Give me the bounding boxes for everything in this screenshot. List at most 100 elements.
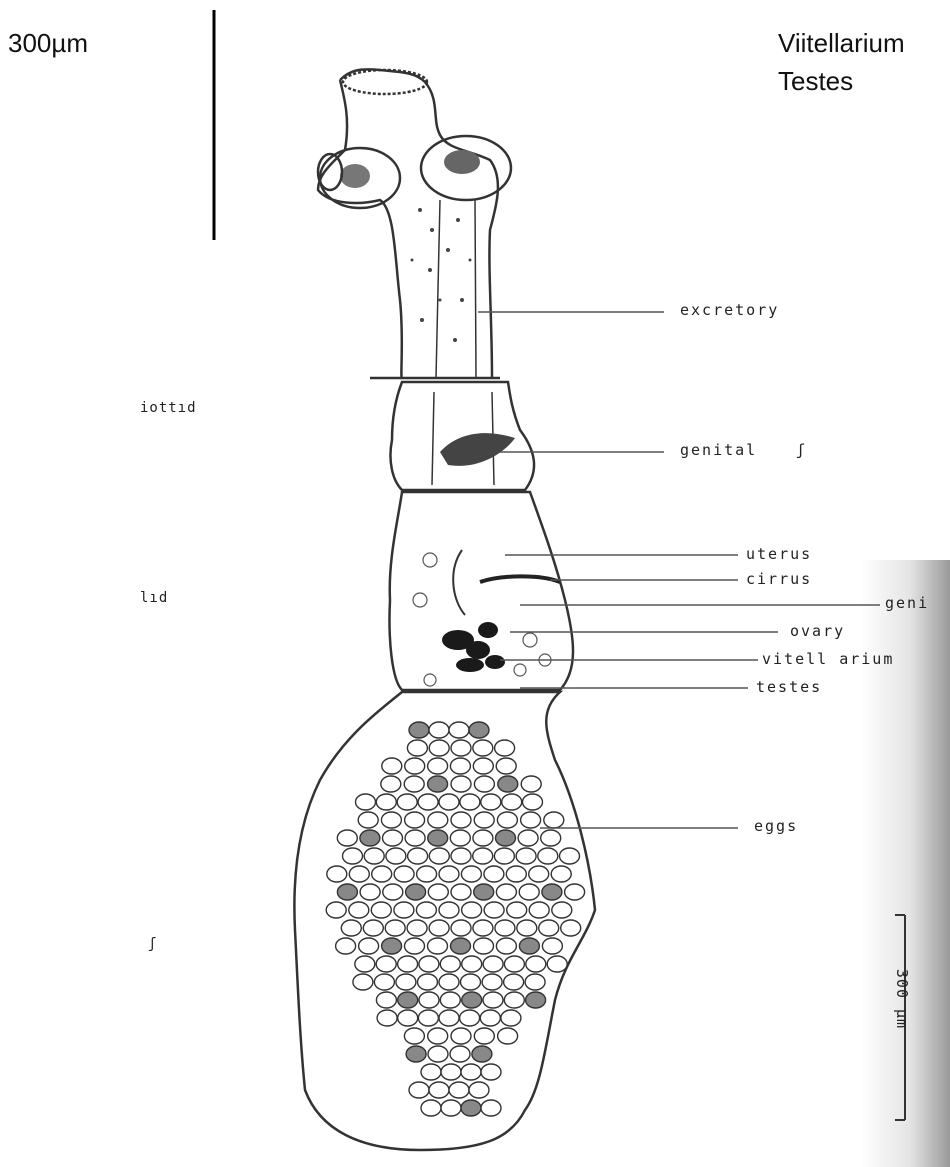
egg	[481, 1064, 501, 1080]
egg	[538, 848, 558, 864]
egg	[416, 902, 436, 918]
egg	[428, 1046, 448, 1062]
egg	[560, 848, 580, 864]
egg	[542, 884, 562, 900]
egg	[484, 902, 504, 918]
egg	[398, 992, 418, 1008]
egg	[506, 866, 526, 882]
label-eggs: eggs	[754, 817, 798, 835]
scale-label-top: 300µm	[8, 28, 88, 59]
egg	[541, 830, 561, 846]
egg	[421, 1100, 441, 1116]
egg	[398, 956, 418, 972]
egg	[363, 920, 383, 936]
egg	[385, 920, 405, 936]
egg	[473, 830, 493, 846]
egg	[517, 920, 537, 936]
egg	[441, 1064, 461, 1080]
label-uterus: uterus	[746, 545, 812, 563]
egg	[474, 938, 494, 954]
egg	[355, 956, 375, 972]
egg	[521, 776, 541, 792]
egg	[461, 866, 481, 882]
egg	[376, 956, 396, 972]
egg	[428, 884, 448, 900]
egg	[374, 974, 394, 990]
egg	[529, 866, 549, 882]
egg	[341, 920, 361, 936]
egg	[358, 812, 378, 828]
egg	[526, 992, 546, 1008]
egg	[521, 812, 541, 828]
egg	[394, 902, 414, 918]
egg	[472, 1046, 492, 1062]
proglottid-1	[390, 382, 534, 490]
egg	[428, 776, 448, 792]
egg	[408, 848, 428, 864]
egg	[383, 830, 403, 846]
egg	[397, 794, 417, 810]
egg	[376, 992, 396, 1008]
egg	[405, 812, 425, 828]
label-excretory: excretory	[680, 301, 779, 319]
egg	[381, 812, 401, 828]
egg	[494, 848, 514, 864]
egg	[364, 848, 384, 864]
egg	[449, 1082, 469, 1098]
egg	[371, 902, 391, 918]
legend-testes: Testes	[778, 66, 853, 97]
scale-label-right: 300 µm	[893, 969, 911, 1029]
label-genital: genital	[680, 441, 757, 459]
egg	[474, 812, 494, 828]
egg	[474, 776, 494, 792]
egg	[428, 830, 448, 846]
side-fragment-proglottid: iottıd	[140, 400, 197, 416]
egg	[552, 902, 572, 918]
egg	[429, 722, 449, 738]
egg	[409, 1082, 429, 1098]
egg	[501, 1010, 521, 1026]
egg	[495, 920, 515, 936]
egg	[469, 1082, 489, 1098]
egg	[404, 1028, 424, 1044]
egg	[429, 1082, 449, 1098]
egg	[516, 848, 536, 864]
egg	[439, 866, 459, 882]
egg	[376, 794, 396, 810]
egg	[495, 740, 515, 756]
egg	[406, 1046, 426, 1062]
egg	[407, 740, 427, 756]
egg	[474, 884, 494, 900]
neck-dots	[411, 208, 472, 342]
egg	[496, 938, 516, 954]
egg	[382, 938, 402, 954]
egg	[405, 830, 425, 846]
egg	[502, 794, 522, 810]
egg	[496, 884, 516, 900]
egg	[440, 992, 460, 1008]
egg	[360, 830, 380, 846]
ovary-vitellarium	[442, 622, 505, 672]
egg	[428, 1028, 448, 1044]
egg	[439, 974, 459, 990]
egg	[482, 974, 502, 990]
egg	[460, 794, 480, 810]
egg	[561, 920, 581, 936]
egg	[404, 776, 424, 792]
egg	[419, 992, 439, 1008]
egg	[526, 956, 546, 972]
label-cirrus: cirrus	[746, 570, 812, 588]
egg	[525, 974, 545, 990]
egg	[473, 758, 493, 774]
scolex	[318, 69, 511, 378]
egg	[418, 794, 438, 810]
label-genital-cut: geni	[885, 594, 929, 612]
egg	[356, 794, 376, 810]
egg	[353, 974, 373, 990]
egg	[547, 956, 567, 972]
egg	[498, 776, 518, 792]
egg	[428, 758, 448, 774]
egg	[469, 722, 489, 738]
egg	[439, 902, 459, 918]
label-testes: testes	[756, 678, 822, 696]
